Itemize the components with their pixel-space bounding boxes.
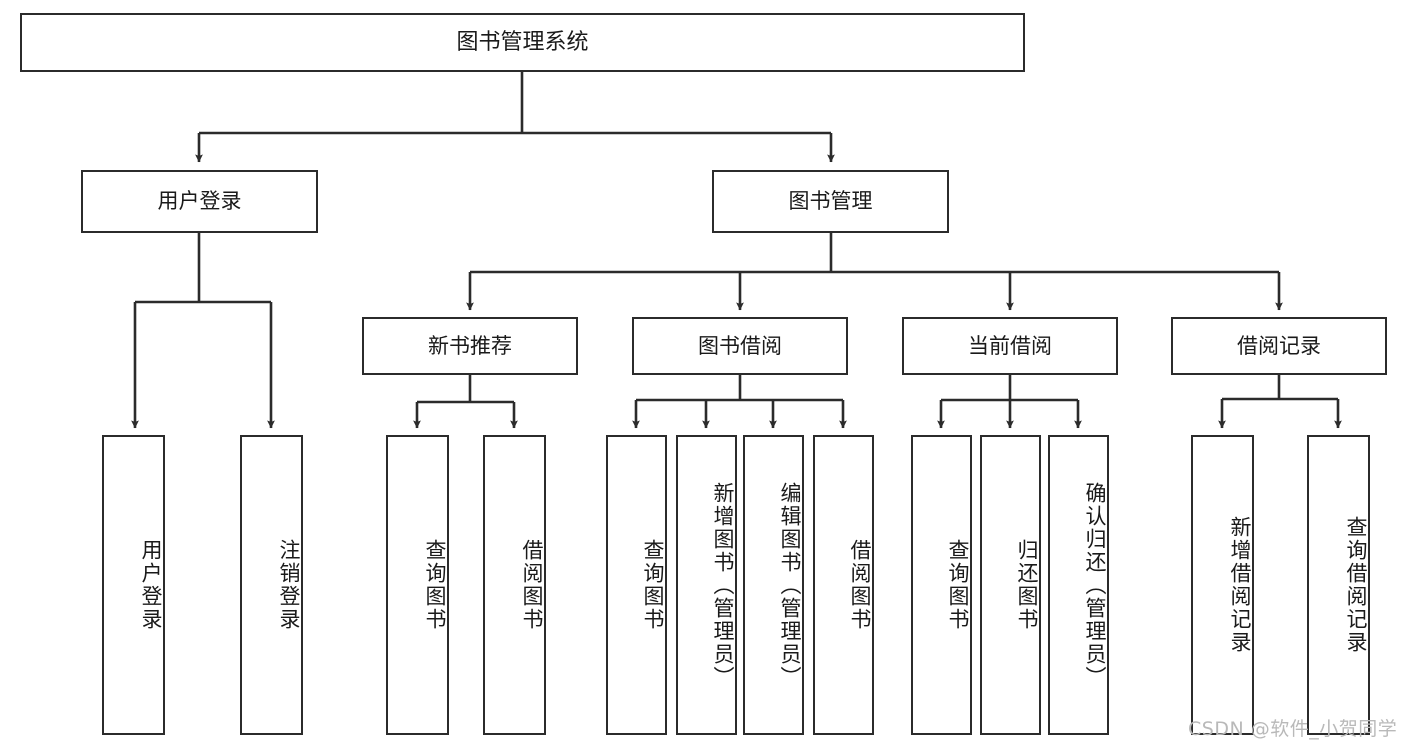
leaf-current-return-book[interactable]: 归还图书 bbox=[980, 435, 1041, 735]
node-book-borrow[interactable]: 图书借阅 bbox=[632, 317, 848, 375]
node-label: 用户登录 bbox=[139, 539, 163, 631]
node-label: 确认归还（管理员） bbox=[1083, 481, 1107, 689]
node-label: 新书推荐 bbox=[428, 333, 512, 358]
node-label: 注销登录 bbox=[277, 539, 301, 631]
node-label: 当前借阅 bbox=[968, 333, 1052, 358]
node-label: 图书借阅 bbox=[698, 333, 782, 358]
leaf-current-query-book[interactable]: 查询图书 bbox=[911, 435, 972, 735]
node-label: 用户登录 bbox=[157, 189, 242, 214]
node-label: 编辑图书（管理员） bbox=[778, 481, 802, 689]
node-label: 借阅图书 bbox=[848, 539, 872, 631]
node-book-management[interactable]: 图书管理 bbox=[712, 170, 949, 233]
leaf-records-add-record[interactable]: 新增借阅记录 bbox=[1191, 435, 1254, 735]
leaf-current-confirm-return-admin[interactable]: 确认归还（管理员） bbox=[1048, 435, 1109, 735]
node-label: 查询图书 bbox=[946, 539, 970, 631]
node-new-book-recommend[interactable]: 新书推荐 bbox=[362, 317, 578, 375]
node-label: 借阅记录 bbox=[1237, 333, 1321, 358]
leaf-borrow-add-book-admin[interactable]: 新增图书（管理员） bbox=[676, 435, 737, 735]
node-label: 新增图书（管理员） bbox=[711, 481, 735, 689]
node-label: 新增借阅记录 bbox=[1228, 516, 1252, 654]
node-current-borrow[interactable]: 当前借阅 bbox=[902, 317, 1118, 375]
leaf-records-query-record[interactable]: 查询借阅记录 bbox=[1307, 435, 1370, 735]
node-label: 查询借阅记录 bbox=[1344, 516, 1368, 654]
node-borrow-records[interactable]: 借阅记录 bbox=[1171, 317, 1387, 375]
node-label: 查询图书 bbox=[423, 539, 447, 631]
node-user-login[interactable]: 用户登录 bbox=[81, 170, 318, 233]
node-label: 查询图书 bbox=[641, 539, 665, 631]
leaf-borrow-query-book[interactable]: 查询图书 bbox=[606, 435, 667, 735]
leaf-borrow-edit-book-admin[interactable]: 编辑图书（管理员） bbox=[743, 435, 804, 735]
node-label: 归还图书 bbox=[1015, 539, 1039, 631]
leaf-new-book-query[interactable]: 查询图书 bbox=[386, 435, 449, 735]
leaf-borrow-borrow-book[interactable]: 借阅图书 bbox=[813, 435, 874, 735]
node-label: 图书管理 bbox=[788, 189, 873, 214]
node-label: 借阅图书 bbox=[520, 539, 544, 631]
node-root-book-management-system[interactable]: 图书管理系统 bbox=[20, 13, 1025, 72]
node-label: 图书管理系统 bbox=[456, 29, 589, 55]
leaf-user-login-login[interactable]: 用户登录 bbox=[102, 435, 165, 735]
leaf-new-book-borrow[interactable]: 借阅图书 bbox=[483, 435, 546, 735]
leaf-user-login-logout[interactable]: 注销登录 bbox=[240, 435, 303, 735]
